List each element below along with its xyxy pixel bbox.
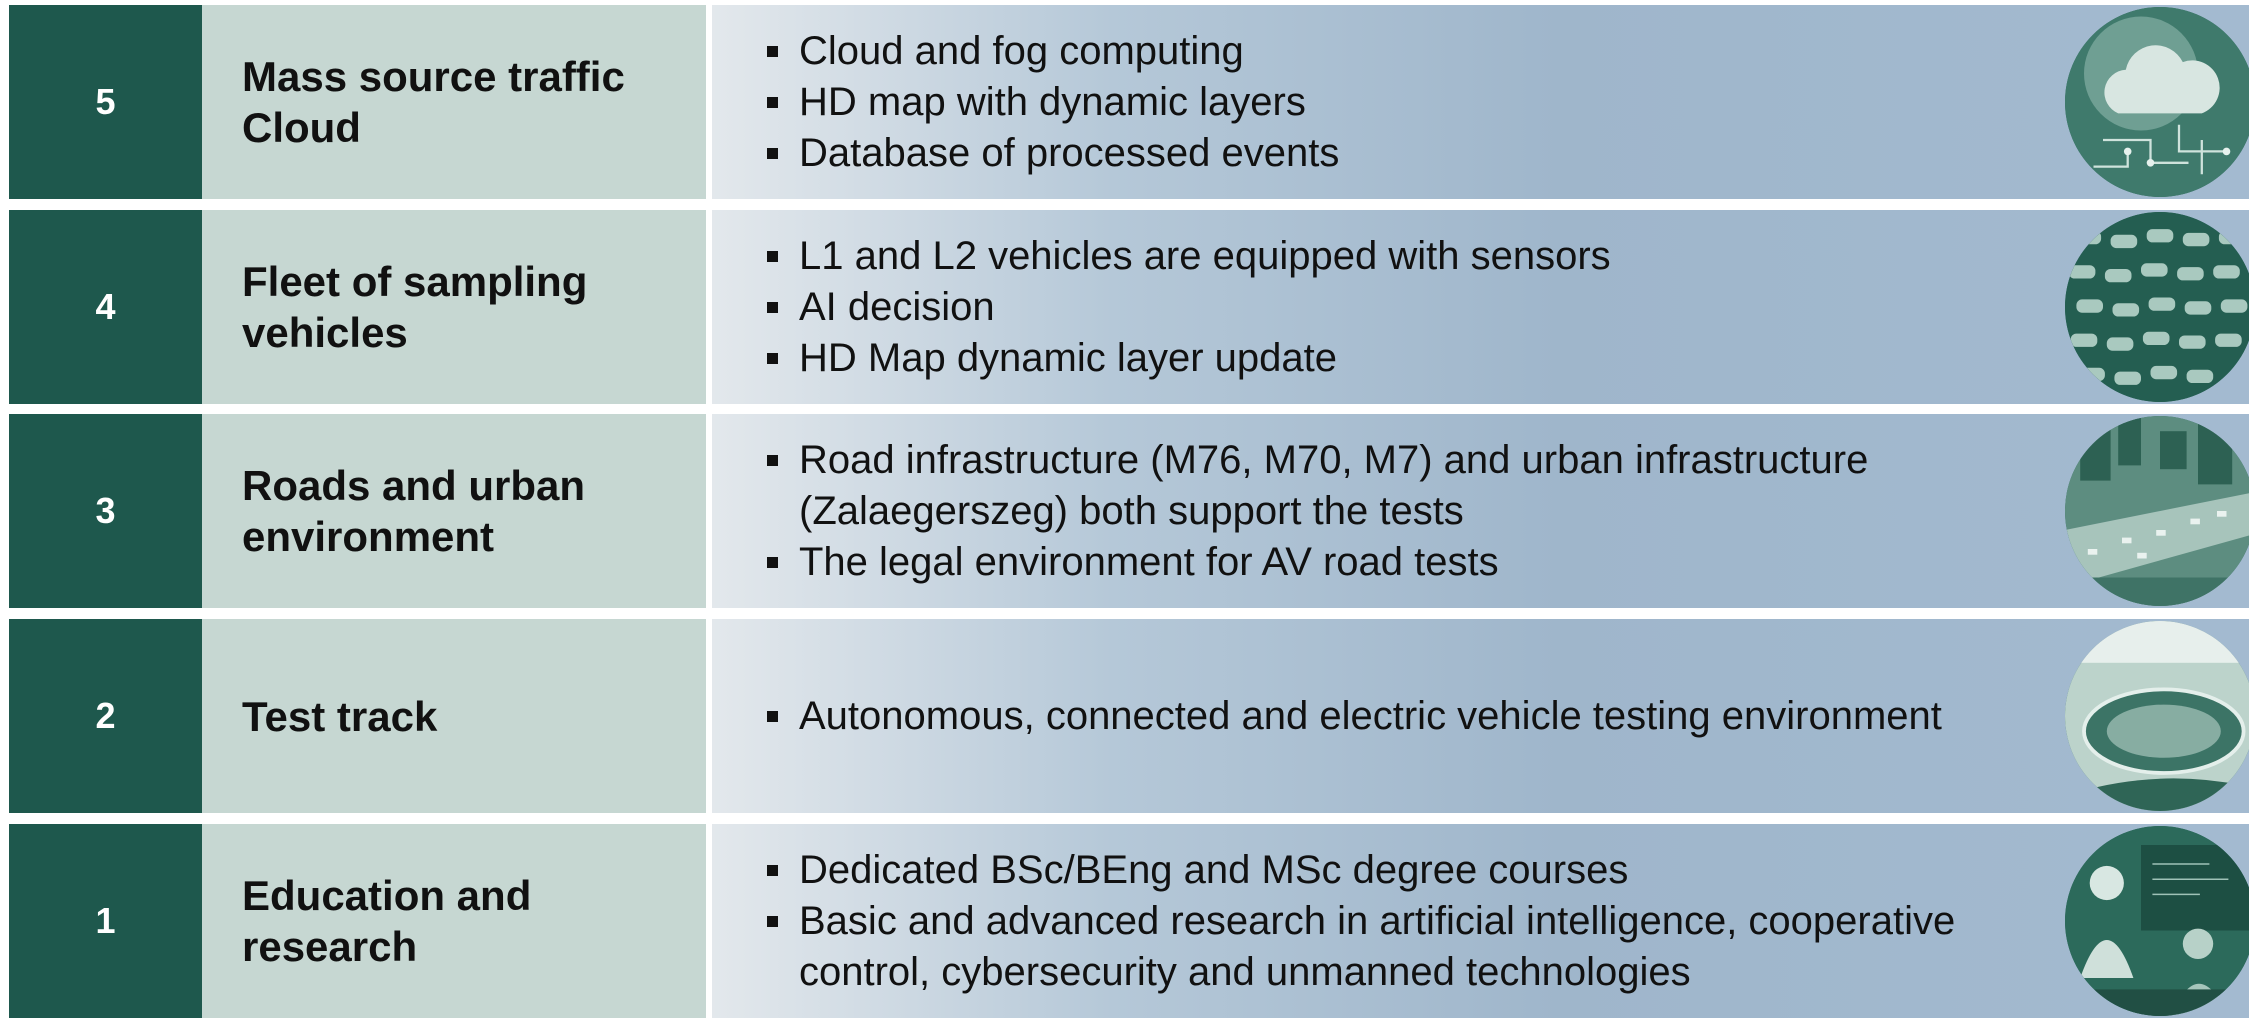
level-number: 5 — [9, 5, 202, 199]
level-number: 3 — [9, 414, 202, 608]
bullet-list: Road infrastructure (M76, M70, M7) and u… — [764, 435, 2039, 588]
bullet-list: Cloud and fog computing HD map with dyna… — [764, 26, 2039, 179]
level-description: Cloud and fog computing HD map with dyna… — [712, 5, 2249, 199]
level-description: L1 and L2 vehicles are equipped with sen… — [712, 210, 2249, 404]
bullet-item: HD Map dynamic layer update — [764, 333, 2039, 384]
level-row-3: 3 Roads and urban environment Road infra… — [9, 414, 2249, 608]
bullet-item: Cloud and fog computing — [764, 26, 2039, 77]
parked-cars-image — [2065, 212, 2249, 402]
level-title: Fleet of sampling vehicles — [202, 210, 706, 404]
level-number: 2 — [9, 619, 202, 813]
level-number: 4 — [9, 210, 202, 404]
city-traffic-image — [2065, 416, 2249, 606]
bullet-item: Basic and advanced research in artificia… — [764, 896, 2039, 998]
level-number: 1 — [9, 824, 202, 1018]
level-row-4: 4 Fleet of sampling vehicles L1 and L2 v… — [9, 210, 2249, 404]
level-description: Road infrastructure (M76, M70, M7) and u… — [712, 414, 2249, 608]
level-description: Dedicated BSc/BEng and MSc degree course… — [712, 824, 2249, 1018]
bullet-item: L1 and L2 vehicles are equipped with sen… — [764, 231, 2039, 282]
bullet-list: L1 and L2 vehicles are equipped with sen… — [764, 231, 2039, 384]
bullet-item: AI decision — [764, 282, 2039, 333]
bullet-item: Dedicated BSc/BEng and MSc degree course… — [764, 845, 2039, 896]
bullet-list: Dedicated BSc/BEng and MSc degree course… — [764, 845, 2039, 998]
bullet-item: The legal environment for AV road tests — [764, 537, 2039, 588]
level-row-5: 5 Mass source traffic Cloud Cloud and fo… — [9, 5, 2249, 199]
bullet-item: Autonomous, connected and electric vehic… — [764, 691, 2039, 742]
level-description: Autonomous, connected and electric vehic… — [712, 619, 2249, 813]
test-track-aerial-image — [2065, 621, 2249, 811]
level-row-2: 2 Test track Autonomous, connected and e… — [9, 619, 2249, 813]
level-title: Mass source traffic Cloud — [202, 5, 706, 199]
bullet-item: HD map with dynamic layers — [764, 77, 2039, 128]
level-row-1: 1 Education and research Dedicated BSc/B… — [9, 824, 2249, 1018]
bullet-item: Database of processed events — [764, 128, 2039, 179]
level-title: Education and research — [202, 824, 706, 1018]
cloud-computing-image — [2065, 7, 2249, 197]
classroom-image — [2065, 826, 2249, 1016]
bullet-list: Autonomous, connected and electric vehic… — [764, 691, 2039, 742]
bullet-item: Road infrastructure (M76, M70, M7) and u… — [764, 435, 2039, 537]
level-title: Test track — [202, 619, 706, 813]
level-title: Roads and urban environment — [202, 414, 706, 608]
